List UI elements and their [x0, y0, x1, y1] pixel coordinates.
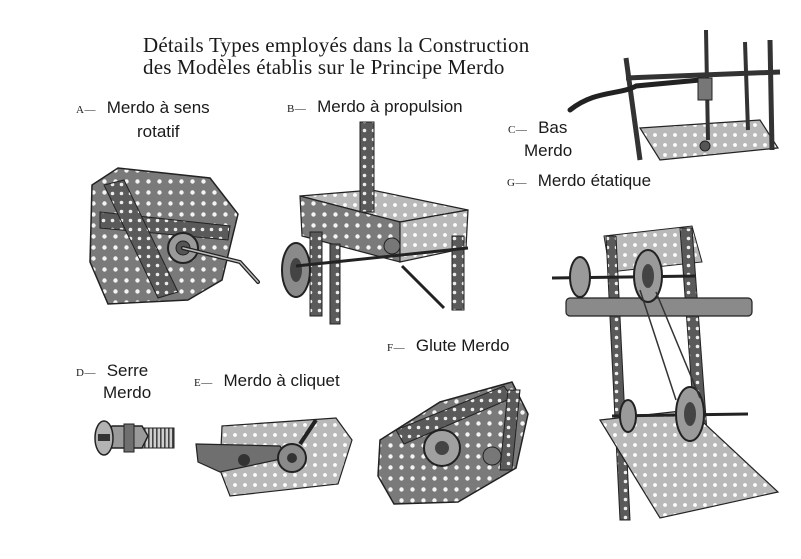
label-c: C— Bas: [508, 117, 567, 141]
label-a: A— Merdo à sens: [76, 97, 210, 121]
label-b-text: Merdo à propulsion: [317, 97, 463, 116]
label-c-line2-wrap: Merdo: [524, 140, 572, 162]
label-a-line2: rotatif: [137, 122, 180, 141]
label-g: G— Merdo étatique: [507, 170, 651, 194]
title-line-2: des Modèles établis sur le Principe Merd…: [143, 55, 505, 79]
label-c-line2: Merdo: [524, 141, 573, 160]
label-d-line1: Serre: [106, 361, 149, 380]
label-f-text: Glute Merdo: [415, 336, 510, 355]
label-a-line1: Merdo à sens: [106, 98, 210, 117]
illustration-c-frame: [567, 29, 781, 161]
label-b-letter: B—: [287, 103, 307, 115]
illustration-b-propulsion: [281, 121, 469, 325]
title-line-1: Détails Types employés dans la Construct…: [143, 33, 530, 57]
label-a-letter: A—: [76, 104, 96, 116]
label-d-line2-wrap: Merdo: [103, 382, 151, 404]
label-d: D— Serre: [76, 360, 148, 384]
label-g-letter: G—: [507, 177, 527, 189]
label-c-line1: Bas: [538, 118, 568, 137]
illustration-g-static: [551, 225, 780, 521]
page-title: Détails Types employés dans la Construct…: [143, 34, 529, 78]
label-c-letter: C—: [508, 124, 528, 136]
label-d-letter: D—: [76, 367, 96, 379]
illustration-d-nut-bolt: [94, 420, 175, 456]
label-g-text: Merdo étatique: [537, 171, 652, 190]
label-d-line2: Merdo: [103, 383, 152, 402]
label-e-letter: E—: [194, 377, 213, 389]
label-f: F— Glute Merdo: [387, 335, 509, 359]
label-e: E— Merdo à cliquet: [194, 370, 340, 394]
label-e-text: Merdo à cliquet: [223, 371, 340, 390]
label-f-letter: F—: [387, 342, 406, 354]
label-a-line2-wrap: rotatif: [137, 121, 180, 143]
label-b: B— Merdo à propulsion: [287, 96, 463, 120]
illustration-f-bracket: [377, 381, 529, 505]
illustration-a-rotary-crank: [89, 167, 260, 305]
illustration-e-ratchet: [195, 417, 353, 497]
